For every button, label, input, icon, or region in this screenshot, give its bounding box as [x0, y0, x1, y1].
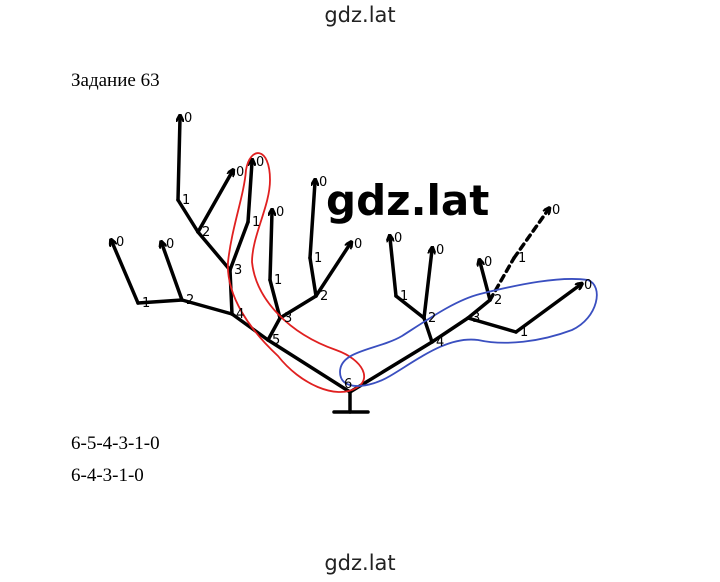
- tree-edge: [480, 262, 492, 302]
- node-label: 1: [182, 193, 190, 208]
- node-label: 1: [518, 251, 526, 266]
- node-label: 1: [520, 325, 528, 340]
- node-label: 0: [584, 278, 592, 293]
- node-label: 0: [116, 235, 124, 250]
- node-label: 1: [252, 215, 260, 230]
- node-label: 0: [484, 255, 492, 270]
- tree-edge: [308, 256, 318, 298]
- tree-edge: [466, 298, 492, 320]
- tree-edge: [246, 162, 252, 224]
- node-label: 2: [202, 225, 210, 240]
- tree-edge: [230, 312, 270, 342]
- tree-edge: [278, 294, 318, 320]
- node-label: 4: [236, 307, 244, 322]
- tree-edge: [196, 230, 232, 272]
- tree-edge: [162, 244, 184, 302]
- node-label: 0: [552, 203, 560, 218]
- highlight-red-path: [227, 152, 366, 393]
- watermark-bottom: gdz.lat: [324, 551, 396, 575]
- node-label: 3: [284, 311, 292, 326]
- tree-edge: [228, 220, 250, 272]
- tree-edge: [394, 294, 426, 320]
- tree-edge: [180, 298, 234, 316]
- node-label: 0: [184, 111, 192, 126]
- node-label: 1: [314, 251, 322, 266]
- highlight-blue-path: [339, 278, 598, 387]
- node-label: 4: [436, 335, 444, 350]
- node-label: 1: [142, 296, 150, 311]
- node-label: 2: [186, 293, 194, 308]
- tree-edge: [228, 268, 234, 316]
- tree-edge: [390, 238, 398, 298]
- task-title: Задание 63: [71, 70, 160, 91]
- node-label: 1: [274, 273, 282, 288]
- tree-edge: [466, 316, 518, 334]
- tree-edge: [430, 316, 470, 344]
- tree-edge: [196, 172, 232, 234]
- node-label: 1: [400, 289, 408, 304]
- tree-edge: [178, 118, 180, 202]
- watermark-top: gdz.lat: [324, 3, 396, 27]
- node-label: 0: [394, 231, 402, 246]
- watermark-center: gdz.lat: [326, 176, 490, 225]
- node-label: 0: [354, 237, 362, 252]
- node-label: 2: [494, 293, 502, 308]
- node-label: 6: [344, 377, 352, 392]
- tree-edge: [488, 256, 516, 302]
- tree-edge: [176, 198, 200, 234]
- node-label: 0: [276, 205, 284, 220]
- tree-edge: [266, 316, 282, 342]
- tree-edge: [348, 340, 434, 394]
- node-label: 2: [320, 289, 328, 304]
- node-label: 0: [236, 165, 244, 180]
- node-label: 5: [272, 333, 280, 348]
- tree-edge: [268, 278, 282, 320]
- tree-edge: [422, 250, 432, 320]
- tree-edge: [512, 210, 548, 260]
- tree-edge: [112, 242, 140, 305]
- path-2: 6-4-3-1-0: [71, 465, 144, 486]
- tree-edge: [314, 244, 350, 298]
- tree-edge: [514, 285, 580, 334]
- node-label: 0: [256, 155, 264, 170]
- path-1: 6-5-4-3-1-0: [71, 433, 160, 454]
- tree-edge: [270, 212, 272, 282]
- node-label: 0: [436, 243, 444, 258]
- node-label: 3: [234, 263, 242, 278]
- tree-edge: [266, 338, 352, 394]
- node-label: 3: [472, 311, 480, 326]
- tree-edge: [136, 298, 184, 305]
- node-label: 2: [428, 311, 436, 326]
- node-label: 0: [319, 175, 327, 190]
- node-label: 0: [166, 237, 174, 252]
- tree-edge: [308, 182, 315, 260]
